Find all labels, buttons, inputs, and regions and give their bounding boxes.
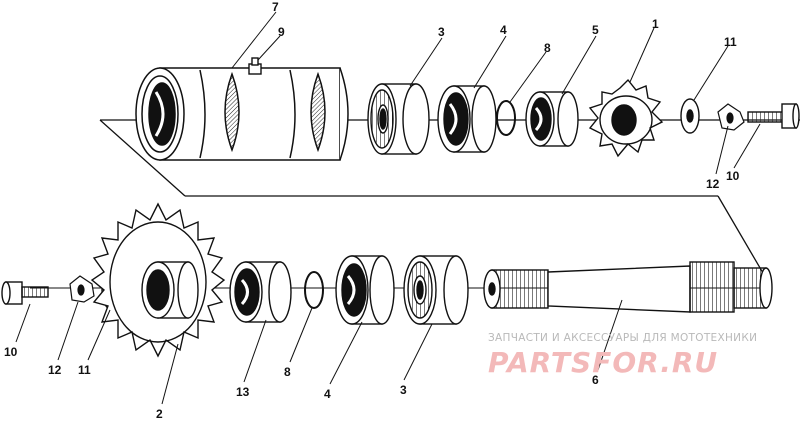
watermark-tagline: ЗАПЧАСТИ И АКСЕССУАРЫ ДЛЯ МОТОТЕХНИКИ xyxy=(488,332,757,344)
callout-10-top: 10 xyxy=(726,169,740,183)
callout-8-bottom: 8 xyxy=(284,365,291,379)
callout-5-top: 5 xyxy=(592,23,599,37)
callout-7-top: 7 xyxy=(272,0,279,14)
callout-13-bottom: 13 xyxy=(236,385,250,399)
callout-6-bottom: 6 xyxy=(592,373,599,387)
bearing-race-part-4-bottom xyxy=(335,255,395,325)
o-ring-part-8-top xyxy=(496,100,516,136)
o-ring-part-8-bottom xyxy=(304,271,324,309)
bearing-race-part-4-top xyxy=(437,85,497,153)
watermark: ЗАПЧАСТИ И АКСЕССУАРЫ ДЛЯ МОТОТЕХНИКИ PA… xyxy=(488,332,757,379)
watermark-logo: PARTSFOR.RU xyxy=(488,346,718,379)
bolt-part-10-top xyxy=(747,103,800,129)
bushing-part-5-top xyxy=(525,91,579,147)
callout-11-bottom: 11 xyxy=(78,363,91,377)
grease-fitting-part-9 xyxy=(248,57,262,75)
bearing-part-3-bottom xyxy=(403,255,469,325)
callout-11-top: 11 xyxy=(724,35,737,49)
callout-3-bottom: 3 xyxy=(400,383,407,397)
callout-4-top: 4 xyxy=(500,23,507,37)
bearing-part-3-top xyxy=(367,83,430,155)
callout-3-top: 3 xyxy=(438,25,445,39)
splined-shaft-part-6 xyxy=(483,261,773,313)
callout-12-bottom: 12 xyxy=(48,363,62,377)
callout-8-top: 8 xyxy=(544,41,551,55)
bolt-part-10-bottom xyxy=(1,281,49,305)
carrier-housing-part-7 xyxy=(135,67,349,161)
small-sprocket-part-1 xyxy=(588,78,664,158)
callout-2-bottom: 2 xyxy=(156,407,163,421)
callout-1-top: 1 xyxy=(652,17,659,31)
lock-washer-part-12-bottom xyxy=(69,275,95,303)
washer-part-11-top xyxy=(680,98,700,134)
callout-12-top: 12 xyxy=(706,177,720,191)
sprocket-hub xyxy=(141,261,199,319)
callout-10-bottom: 10 xyxy=(4,345,18,359)
callout-9-top: 9 xyxy=(278,25,285,39)
callout-labels: 7 9 3 4 8 5 1 11 12 10 10 12 11 2 13 8 4… xyxy=(4,0,740,421)
lock-washer-part-12-top xyxy=(717,103,745,131)
bushing-part-13 xyxy=(229,261,292,323)
callout-4-bottom: 4 xyxy=(324,387,331,401)
leader-lines xyxy=(15,11,761,405)
